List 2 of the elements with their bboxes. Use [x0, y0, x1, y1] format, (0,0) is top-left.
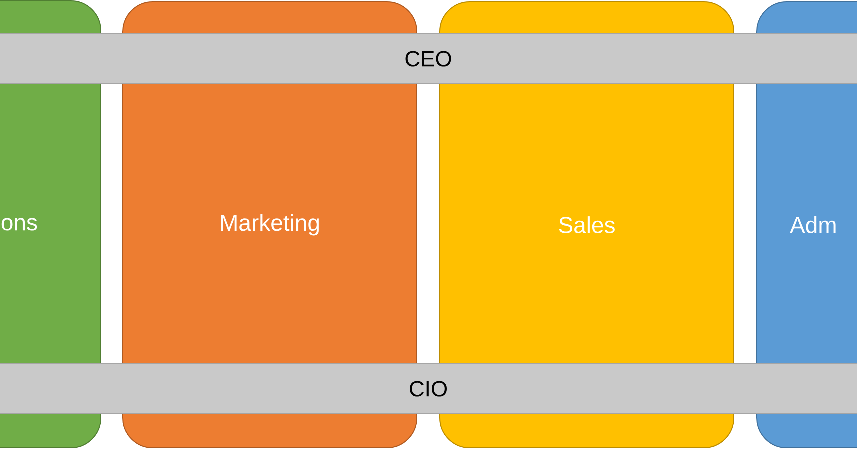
executive-band: CEO [0, 34, 857, 84]
executive-band: CIO [0, 364, 857, 414]
